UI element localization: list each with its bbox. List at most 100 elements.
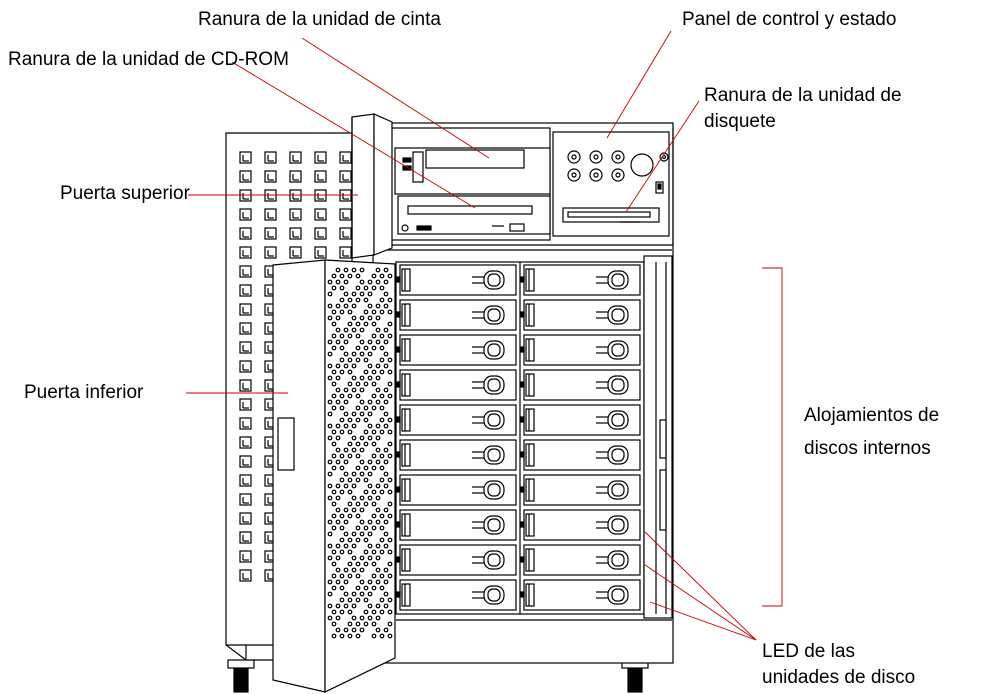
perforation-hole bbox=[387, 369, 393, 375]
perforation-hole bbox=[335, 579, 341, 585]
perforation-hole bbox=[375, 399, 381, 405]
perforation-hole bbox=[327, 279, 333, 285]
perforation-hole bbox=[375, 375, 381, 381]
drive-sled bbox=[396, 264, 517, 296]
perforation-hole bbox=[331, 273, 337, 279]
perforation-hole bbox=[343, 327, 349, 333]
perforation-hole bbox=[351, 483, 357, 489]
perforation-hole bbox=[351, 267, 357, 273]
perforation-hole bbox=[355, 525, 361, 531]
perforation-hole bbox=[339, 297, 345, 303]
label-upper-door: Puerta superior bbox=[60, 183, 190, 204]
perforation-hole bbox=[387, 309, 393, 315]
perforation-hole bbox=[379, 369, 385, 375]
perforation-hole bbox=[347, 333, 353, 339]
perforation-hole bbox=[359, 555, 365, 561]
perforation-hole bbox=[339, 585, 345, 591]
vent-square bbox=[339, 227, 352, 240]
perforation-hole bbox=[331, 393, 337, 399]
perforation-hole bbox=[387, 501, 393, 507]
perforation-hole bbox=[331, 465, 337, 471]
perforation-hole bbox=[363, 549, 369, 555]
perforation-hole bbox=[355, 393, 361, 399]
perforation-hole bbox=[383, 519, 389, 525]
perforation-hole bbox=[375, 315, 381, 321]
perforation-hole bbox=[367, 603, 373, 609]
perforation-hole bbox=[371, 489, 377, 495]
perforation-hole bbox=[367, 579, 373, 585]
perforation-hole bbox=[335, 483, 341, 489]
perforation-hole bbox=[343, 471, 349, 477]
perforation-hole bbox=[355, 561, 361, 567]
drive-led bbox=[520, 486, 525, 493]
perforation-hole bbox=[327, 543, 333, 549]
perforation-hole bbox=[331, 429, 337, 435]
vent-square bbox=[314, 246, 327, 259]
perforation-hole bbox=[363, 285, 369, 291]
perforation-hole bbox=[327, 495, 333, 501]
perforation-hole bbox=[331, 501, 337, 507]
perforation-hole bbox=[383, 339, 389, 345]
perforation-hole bbox=[379, 453, 385, 459]
drive-sled bbox=[520, 299, 641, 331]
leader-lines bbox=[186, 30, 783, 641]
perforation-hole bbox=[351, 543, 357, 549]
label-control-panel: Panel de control y estado bbox=[682, 9, 897, 30]
perforation-hole bbox=[339, 633, 345, 639]
perforation-hole bbox=[379, 309, 385, 315]
drive-led bbox=[520, 521, 525, 528]
vent-square bbox=[289, 151, 302, 164]
perforation-hole bbox=[335, 567, 341, 573]
perforation-hole bbox=[371, 549, 377, 555]
perforation-hole bbox=[339, 309, 345, 315]
drive-sled bbox=[520, 334, 641, 366]
perforation-hole bbox=[339, 537, 345, 543]
perforation-hole bbox=[331, 321, 337, 327]
perforation-hole bbox=[383, 591, 389, 597]
perforation-hole bbox=[335, 555, 341, 561]
perforation-hole bbox=[363, 357, 369, 363]
vent-square bbox=[239, 436, 252, 449]
drive-sled bbox=[396, 334, 517, 366]
perforation-hole bbox=[383, 471, 389, 477]
perforation-hole bbox=[331, 441, 337, 447]
label-cdrom-slot: Ranura de la unidad de CD-ROM bbox=[8, 49, 289, 70]
perforation-hole bbox=[387, 429, 393, 435]
perforation-hole bbox=[367, 423, 373, 429]
perforation-hole bbox=[335, 603, 341, 609]
perforation-hole bbox=[347, 609, 353, 615]
perforation-hole bbox=[375, 495, 381, 501]
perforation-hole bbox=[367, 531, 373, 537]
perforation-hole bbox=[355, 453, 361, 459]
perforation-hole bbox=[367, 351, 373, 357]
perforation-hole bbox=[363, 381, 369, 387]
perforation-hole bbox=[355, 597, 361, 603]
perforation-hole bbox=[339, 513, 345, 519]
perforation-hole bbox=[339, 597, 345, 603]
perforation-hole bbox=[343, 567, 349, 573]
perforation-hole bbox=[335, 435, 341, 441]
perforation-hole bbox=[379, 597, 385, 603]
vent-square bbox=[314, 189, 327, 202]
perforation-hole bbox=[331, 609, 337, 615]
perforation-hole bbox=[331, 585, 337, 591]
perforation-hole bbox=[347, 573, 353, 579]
perforation-hole bbox=[335, 543, 341, 549]
perforation-hole bbox=[359, 591, 365, 597]
drive-led bbox=[520, 381, 525, 388]
perforation-hole bbox=[355, 417, 361, 423]
perforation-hole bbox=[339, 465, 345, 471]
perforation-hole bbox=[331, 561, 337, 567]
perforation-hole bbox=[351, 411, 357, 417]
vent-square bbox=[339, 151, 352, 164]
perforation-hole bbox=[351, 363, 357, 369]
perforation-hole bbox=[331, 633, 337, 639]
perforation-hole bbox=[351, 303, 357, 309]
perforation-hole bbox=[367, 555, 373, 561]
vent-square bbox=[264, 246, 277, 259]
perforation-hole bbox=[363, 345, 369, 351]
perforation-hole bbox=[339, 273, 345, 279]
perforation-hole bbox=[351, 627, 357, 633]
perforation-hole bbox=[359, 339, 365, 345]
perforation-hole bbox=[375, 363, 381, 369]
